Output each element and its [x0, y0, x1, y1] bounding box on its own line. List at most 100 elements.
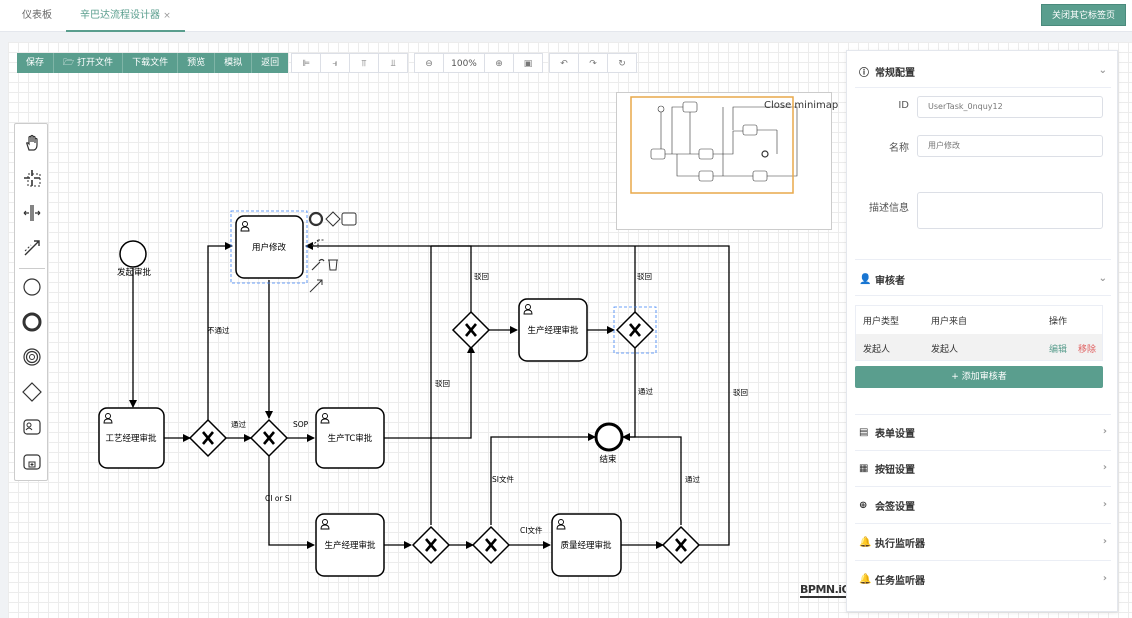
connect-icon[interactable]	[309, 279, 323, 293]
chevron-right-icon: ›	[1102, 462, 1107, 473]
flow-tc-to-gw3[interactable]	[384, 345, 475, 439]
flow-gw4-to-end[interactable]	[622, 348, 636, 441]
task-production-manager-bottom-label: 生产经理审批	[324, 540, 376, 551]
start-event[interactable]	[119, 240, 147, 268]
minimap[interactable]	[616, 92, 832, 230]
tab-bar: 仪表板 辛巴达流程设计器 × 关闭其它标签页	[0, 0, 1132, 32]
connect-tool-icon[interactable]	[15, 231, 49, 265]
section-reviewers-header[interactable]: 👤 审核者 ⌄	[859, 269, 1107, 289]
task-production-manager-top[interactable]	[518, 298, 588, 362]
append-gateway-icon[interactable]	[325, 211, 341, 227]
fit-view-icon[interactable]: ▣	[513, 53, 543, 73]
id-field[interactable]: UserTask_0nquy12	[917, 96, 1103, 118]
chevron-right-icon: ›	[1102, 499, 1107, 510]
end-event[interactable]	[594, 422, 624, 452]
column-user-from: 用户来自	[931, 317, 968, 327]
clipboard-icon: ▤	[859, 426, 869, 438]
bpmn-io-logo[interactable]: BPMN.iO	[800, 583, 851, 598]
name-field[interactable]: 用户修改	[917, 135, 1103, 157]
section-task-listeners[interactable]: 🔔 任务监听器 ›	[859, 569, 1107, 589]
bell-icon: 🔔	[859, 573, 872, 585]
flow-gw1-to-modify[interactable]	[207, 242, 233, 420]
flow-gw7-to-end[interactable]	[623, 436, 682, 525]
minimap-preview	[630, 96, 798, 194]
task-production-manager-bottom[interactable]	[315, 513, 385, 577]
remove-link[interactable]: 移除	[1078, 345, 1097, 355]
flow-label-sop: SOP	[293, 420, 309, 429]
zoom-in-icon[interactable]: ⊕	[484, 53, 514, 73]
section-form-settings-title: 表单设置	[875, 428, 915, 440]
column-user-type: 用户类型	[863, 317, 900, 327]
section-button-settings-title: 按钮设置	[875, 464, 915, 476]
section-form-settings[interactable]: ▤ 表单设置 ›	[859, 422, 1107, 442]
add-reviewer-button[interactable]: + 添加审核者	[855, 366, 1103, 388]
user-task-icon	[556, 519, 566, 530]
tab-close-icon[interactable]: ×	[163, 11, 171, 21]
flow-gw7-reject[interactable]	[431, 245, 730, 546]
folder-icon: 🗁	[63, 58, 78, 68]
user-task-icon	[320, 519, 330, 530]
append-end-event-icon[interactable]	[308, 211, 324, 227]
flow-label-reject-pass: 不通过	[207, 325, 230, 335]
description-label: 描述信息	[869, 203, 909, 214]
tab-dashboard-label: 仪表板	[22, 10, 52, 21]
flow-label-reject-3: 驳回	[435, 379, 450, 388]
section-execution-listeners[interactable]: 🔔 执行监听器 ›	[859, 532, 1107, 552]
selection-outline-gateway	[613, 306, 657, 354]
align-top-icon[interactable]: ⫪	[349, 53, 379, 73]
minimap-viewport[interactable]	[630, 96, 794, 194]
preview-button[interactable]: 预览	[178, 53, 216, 73]
lasso-tool-icon[interactable]	[15, 161, 49, 195]
simulate-button[interactable]: 模拟	[215, 53, 253, 73]
task-quality-manager[interactable]	[551, 513, 622, 577]
start-event-icon[interactable]	[15, 270, 49, 304]
open-file-label: 打开文件	[77, 58, 114, 68]
flow-gw6-to-end[interactable]	[490, 433, 596, 525]
close-other-tabs-button[interactable]: 关闭其它标签页	[1040, 4, 1126, 26]
flow-label-pass-2: 通过	[638, 386, 653, 396]
task-production-manager-top-label: 生产经理审批	[527, 325, 579, 336]
back-button[interactable]: 返回	[252, 53, 289, 73]
tab-process-designer[interactable]: 辛巴达流程设计器 ×	[66, 0, 185, 32]
task-quality-manager-label: 质量经理审批	[560, 540, 612, 551]
align-bottom-icon[interactable]: ⫫	[378, 53, 408, 73]
task-craft-manager[interactable]	[98, 407, 165, 469]
save-button[interactable]: 保存	[17, 53, 55, 73]
flow-gw2-to-pm-bottom[interactable]	[268, 456, 315, 549]
section-general-header[interactable]: ⓘ 常规配置 ⌄	[859, 61, 1107, 81]
subprocess-icon[interactable]	[15, 445, 49, 479]
properties-panel: ⓘ 常规配置 ⌄ ID UserTask_0nquy12 名称 用户修改 描述信…	[846, 50, 1118, 612]
hand-tool-icon[interactable]	[15, 126, 49, 160]
flow-label-pass-1: 通过	[231, 419, 246, 429]
end-event-icon[interactable]	[15, 305, 49, 339]
close-minimap-button[interactable]: Close minimap	[764, 100, 839, 111]
chevron-right-icon: ›	[1102, 426, 1107, 437]
name-label: 名称	[889, 143, 909, 154]
divider	[855, 450, 1111, 451]
refresh-icon[interactable]: ↻	[607, 53, 637, 73]
description-field[interactable]	[917, 192, 1103, 229]
flow-label-ci-file: CI文件	[520, 525, 543, 535]
end-event-label: 结束	[599, 454, 617, 465]
append-text-icon[interactable]	[311, 239, 324, 248]
wrench-icon[interactable]	[311, 258, 325, 271]
tab-dashboard[interactable]: 仪表板	[22, 0, 52, 32]
append-task-icon[interactable]	[341, 212, 357, 226]
open-file-button[interactable]: 🗁 打开文件	[54, 53, 124, 73]
task-user-modify[interactable]	[235, 215, 304, 279]
user-task-icon[interactable]	[15, 410, 49, 444]
section-countersign-settings[interactable]: ⊕ 会签设置 ›	[859, 495, 1107, 515]
gateway-icon[interactable]	[15, 375, 49, 409]
section-button-settings[interactable]: ▦ 按钮设置 ›	[859, 458, 1107, 478]
plus-circle-icon: ⊕	[859, 499, 868, 511]
flow-gw3-reject[interactable]	[305, 242, 472, 312]
space-tool-icon[interactable]	[15, 196, 49, 230]
context-pad	[308, 211, 357, 293]
download-file-button[interactable]: 下载文件	[123, 53, 179, 73]
bpmn-diagram: 发起审批 结束 用户修改 工艺经理审批 生产TC审批 生产经理审批 生产经理审批…	[98, 210, 748, 577]
task-production-tc[interactable]	[315, 407, 385, 469]
intermediate-event-icon[interactable]	[15, 340, 49, 374]
trash-icon[interactable]	[328, 259, 338, 271]
edit-link[interactable]: 编辑	[1049, 345, 1068, 355]
flow-label-reject-2: 驳回	[637, 272, 652, 281]
